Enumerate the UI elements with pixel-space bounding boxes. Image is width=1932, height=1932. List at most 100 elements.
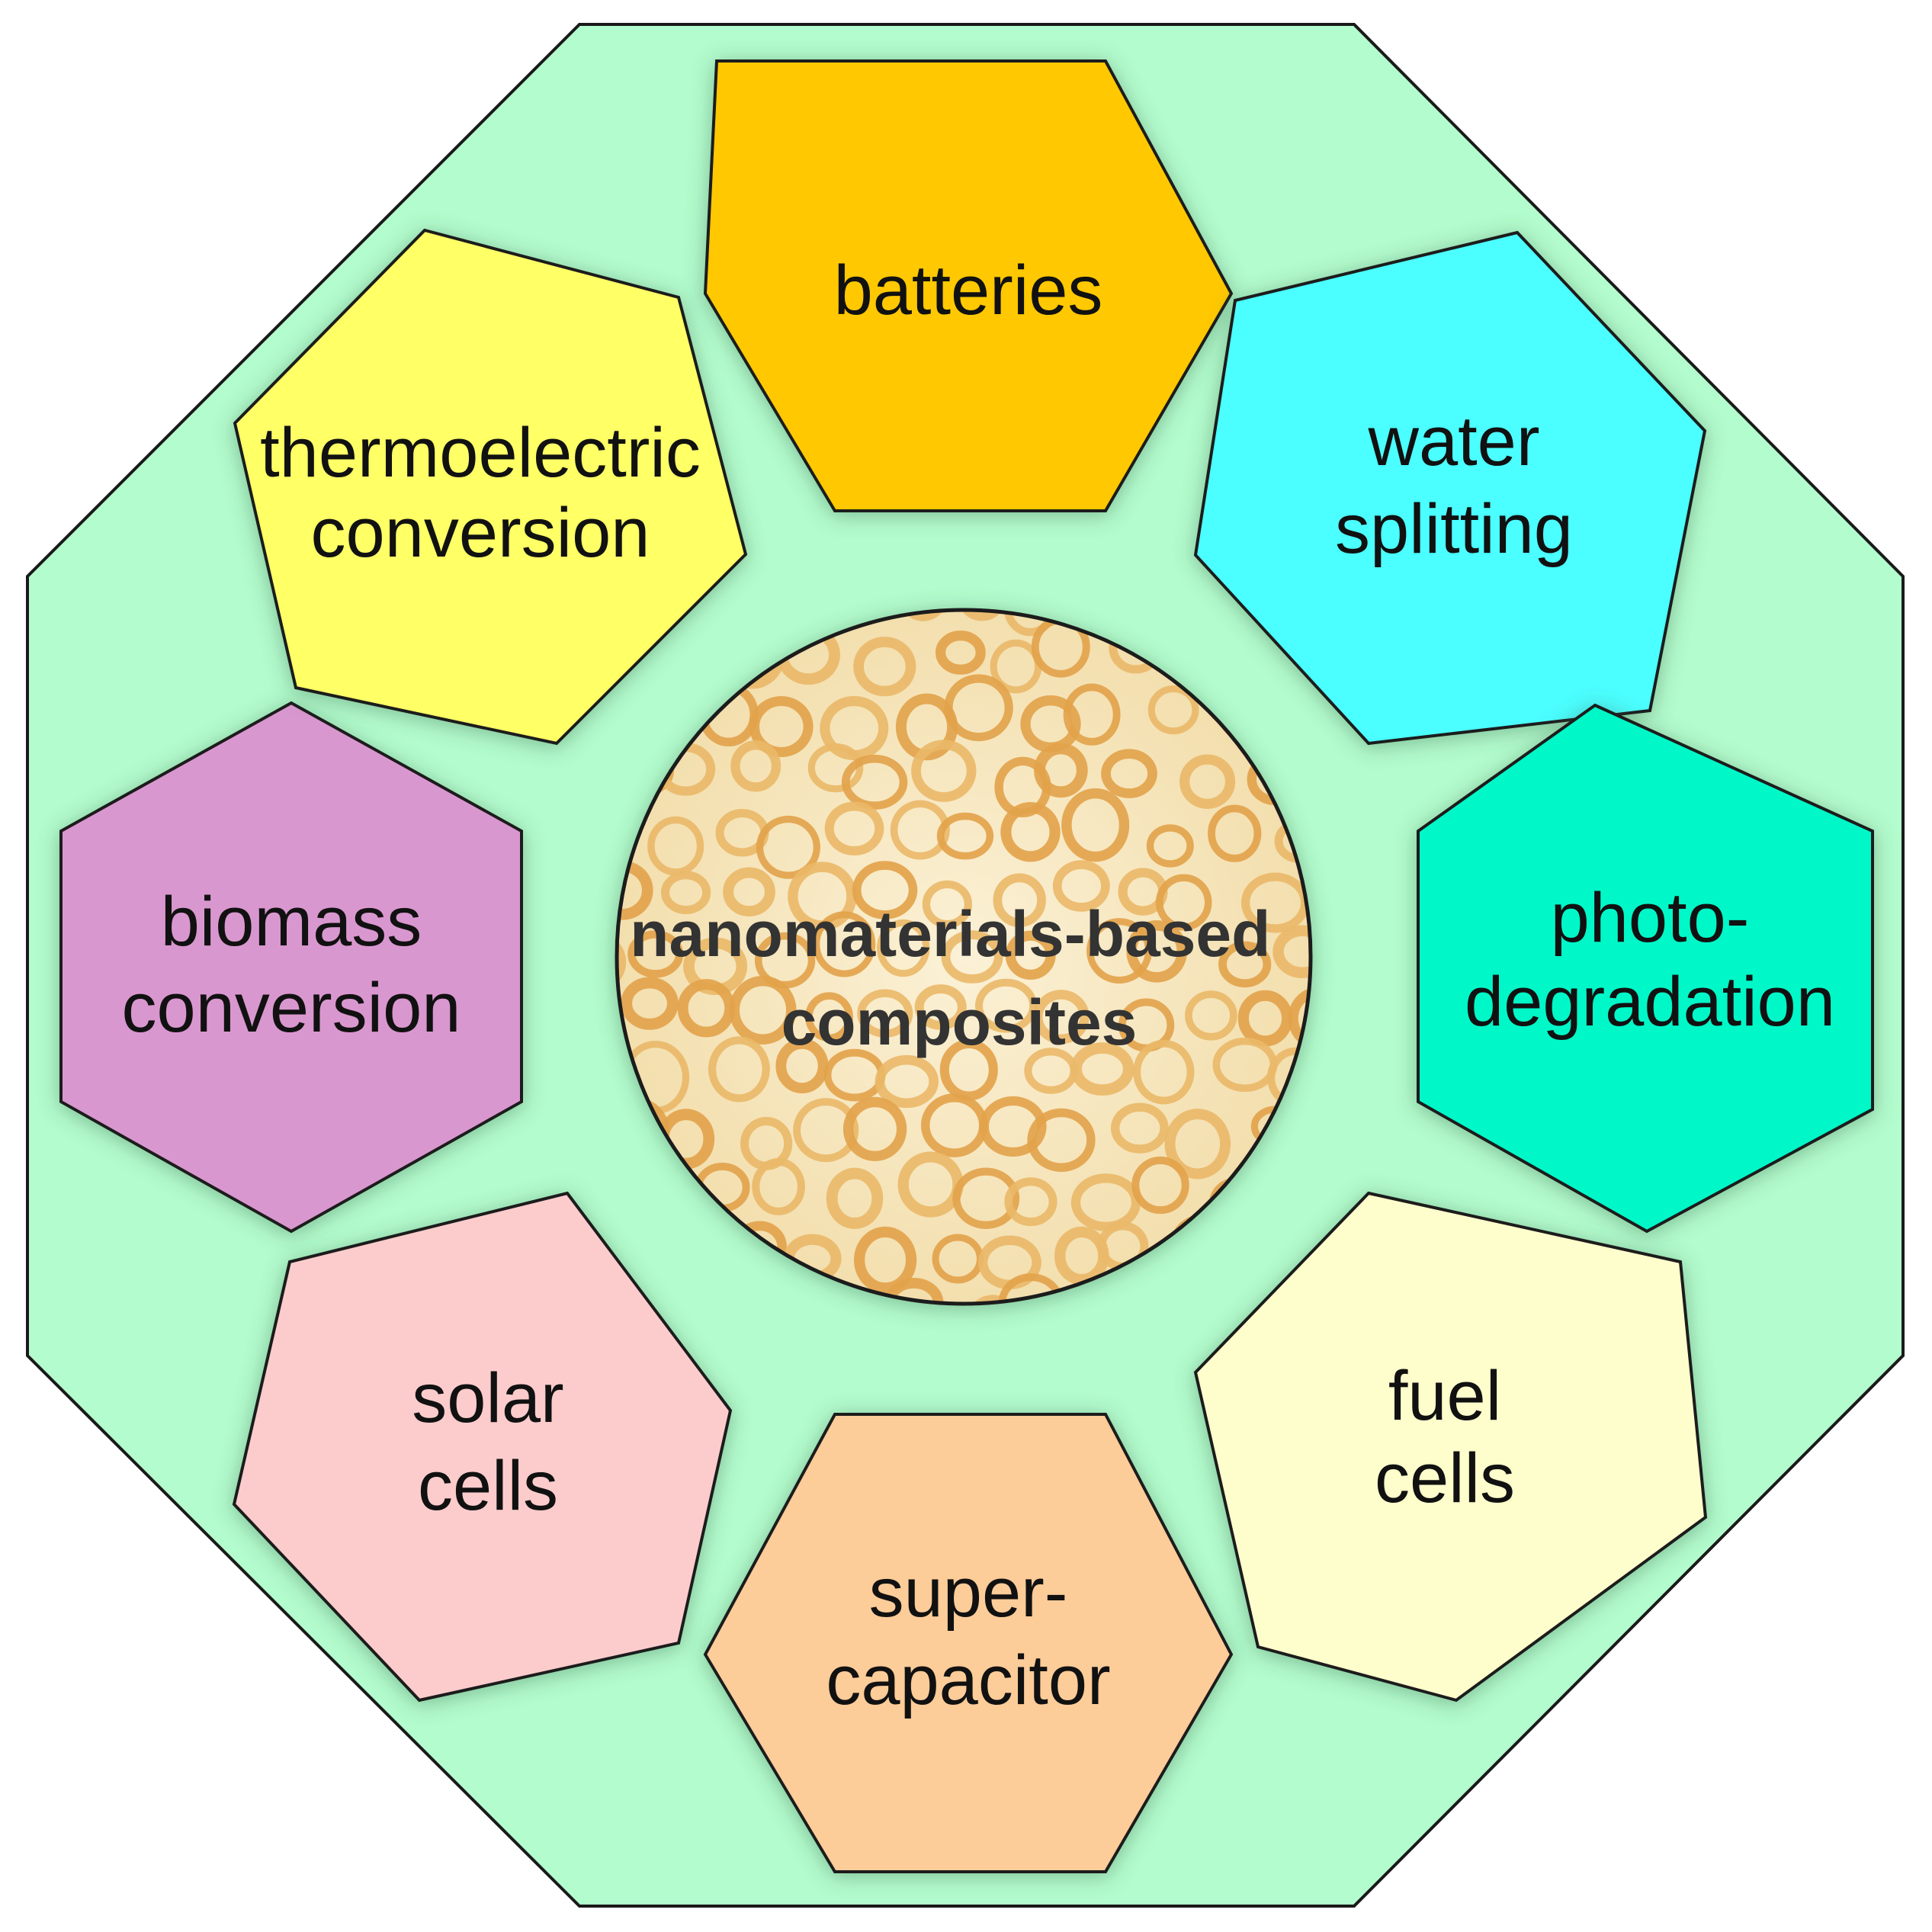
nanoring <box>857 989 913 1038</box>
nanoring <box>1005 930 1056 980</box>
nanoring <box>1070 1042 1134 1096</box>
nanoring <box>647 816 704 876</box>
nanoring <box>793 1098 859 1163</box>
cell-label-photo-degradation: photo-degradation <box>1465 879 1835 1041</box>
nanoring <box>1070 1173 1141 1231</box>
nanoring <box>853 637 916 697</box>
cell-label-supercapacitor-line-2: capacitor <box>826 1642 1110 1719</box>
nanoring <box>708 1036 770 1102</box>
cell-shape-supercapacitor <box>703 1413 1234 1873</box>
cell-label-solar-cells-line-2: cells <box>418 1447 558 1525</box>
nanoring <box>853 1226 917 1294</box>
nanoring <box>729 975 797 1045</box>
application-cells: batteries water splitting photo-degradation… <box>59 59 1874 1873</box>
nanoring <box>939 1038 998 1101</box>
cell-label-solar-cells-line-1: solar <box>412 1359 563 1437</box>
cell-photo-degradation: photo-degradation <box>1417 703 1874 1234</box>
nanoring <box>1179 754 1236 809</box>
nanoring <box>756 815 820 879</box>
cell-label-water-splitting: water splitting <box>1335 403 1573 568</box>
nanoring <box>1126 920 1188 983</box>
cell-shape-water-splitting <box>1193 230 1707 746</box>
nanoring <box>813 911 876 977</box>
nanoring <box>1034 743 1088 798</box>
nanoring <box>752 1157 805 1215</box>
nanoring <box>1131 1156 1189 1215</box>
nanoring <box>877 919 930 977</box>
cell-biomass-conversion: biomass conversion <box>59 701 523 1234</box>
cell-label-solar-cells: solar cells <box>412 1359 563 1525</box>
cell-label-biomass-conversion: biomass conversion <box>122 883 461 1047</box>
cell-label-batteries-line-1: batteries <box>834 252 1103 329</box>
cell-shape-batteries <box>703 59 1234 512</box>
center-label-line-2: composites <box>781 987 1138 1058</box>
nanoring <box>875 1054 939 1109</box>
nanoring <box>911 740 977 802</box>
nanoring <box>617 932 627 993</box>
cell-solar-cells: solar cells <box>232 1191 733 1703</box>
nanoring <box>775 1038 829 1094</box>
nanoring <box>1027 1108 1096 1173</box>
cell-label-fuel-cells-line-1: fuel <box>1388 1357 1501 1435</box>
cell-label-photo-degradation-line-2: degradation <box>1465 963 1835 1041</box>
nanoring <box>1288 987 1311 1051</box>
nanoring <box>842 1096 907 1162</box>
nanoring <box>1272 925 1311 978</box>
nanoring <box>952 1167 1020 1229</box>
nanoring <box>1032 990 1090 1045</box>
nanoring <box>1208 804 1262 862</box>
cell-shape-thermoelectric-conversion <box>233 228 748 746</box>
nanoring <box>1164 1109 1231 1179</box>
nanoring <box>824 801 884 855</box>
nanoring <box>1218 941 1272 988</box>
nanoring <box>1146 824 1194 868</box>
nanoring <box>1147 685 1199 735</box>
cell-label-supercapacitor-line-1: super- <box>869 1554 1068 1632</box>
nanoring <box>979 1096 1047 1157</box>
cell-label-batteries: batteries <box>834 252 1103 329</box>
nanoring <box>661 871 711 914</box>
nanoring <box>993 873 1046 928</box>
nanoring <box>935 631 986 675</box>
cell-label-thermoelectric-conversion-line-1: thermoelectric <box>260 414 701 492</box>
center-circle <box>617 610 1311 1304</box>
nanoring <box>941 930 1003 984</box>
nanoring <box>890 800 950 860</box>
cell-label-photo-degradation-line-1: photo- <box>1551 879 1750 957</box>
cell-shape-photo-degradation <box>1417 703 1874 1234</box>
nanoring <box>826 1167 884 1229</box>
cell-label-water-splitting-line-2: splitting <box>1335 490 1573 568</box>
nanoring <box>956 610 1008 621</box>
cell-label-supercapacitor: super-capacitor <box>826 1554 1110 1719</box>
nanoring <box>914 984 967 1030</box>
nanoring <box>975 978 1038 1033</box>
nanoring <box>1101 749 1157 798</box>
center-circle-outline <box>615 608 1313 1306</box>
nanoring <box>922 880 973 929</box>
cell-supercapacitor: super-capacitor <box>703 1413 1234 1873</box>
nanoring <box>1086 918 1152 984</box>
cell-shape-biomass-conversion <box>59 701 523 1234</box>
cell-label-biomass-conversion-line-1: biomass <box>161 883 422 961</box>
nanoring <box>1155 874 1212 931</box>
nanoring <box>1185 990 1237 1041</box>
nanoring <box>1237 990 1293 1047</box>
nanoring <box>749 695 814 758</box>
cell-label-fuel-cells-line-2: cells <box>1375 1439 1515 1517</box>
center-label-line-1: nanomaterials-based <box>630 898 1270 970</box>
cell-shape-solar-cells <box>232 1191 733 1703</box>
nanoring <box>1003 610 1057 637</box>
nanoring <box>807 743 864 793</box>
nanoring <box>936 812 994 860</box>
cell-label-water-splitting-line-1: water <box>1368 403 1540 480</box>
nanoring <box>1004 1177 1057 1227</box>
cell-batteries: batteries <box>703 59 1234 512</box>
cell-label-biomass-conversion-line-2: conversion <box>122 969 461 1047</box>
nanoring <box>627 930 684 978</box>
nanoring <box>944 674 1013 742</box>
nanoring <box>730 740 781 792</box>
nanoring <box>897 610 949 621</box>
